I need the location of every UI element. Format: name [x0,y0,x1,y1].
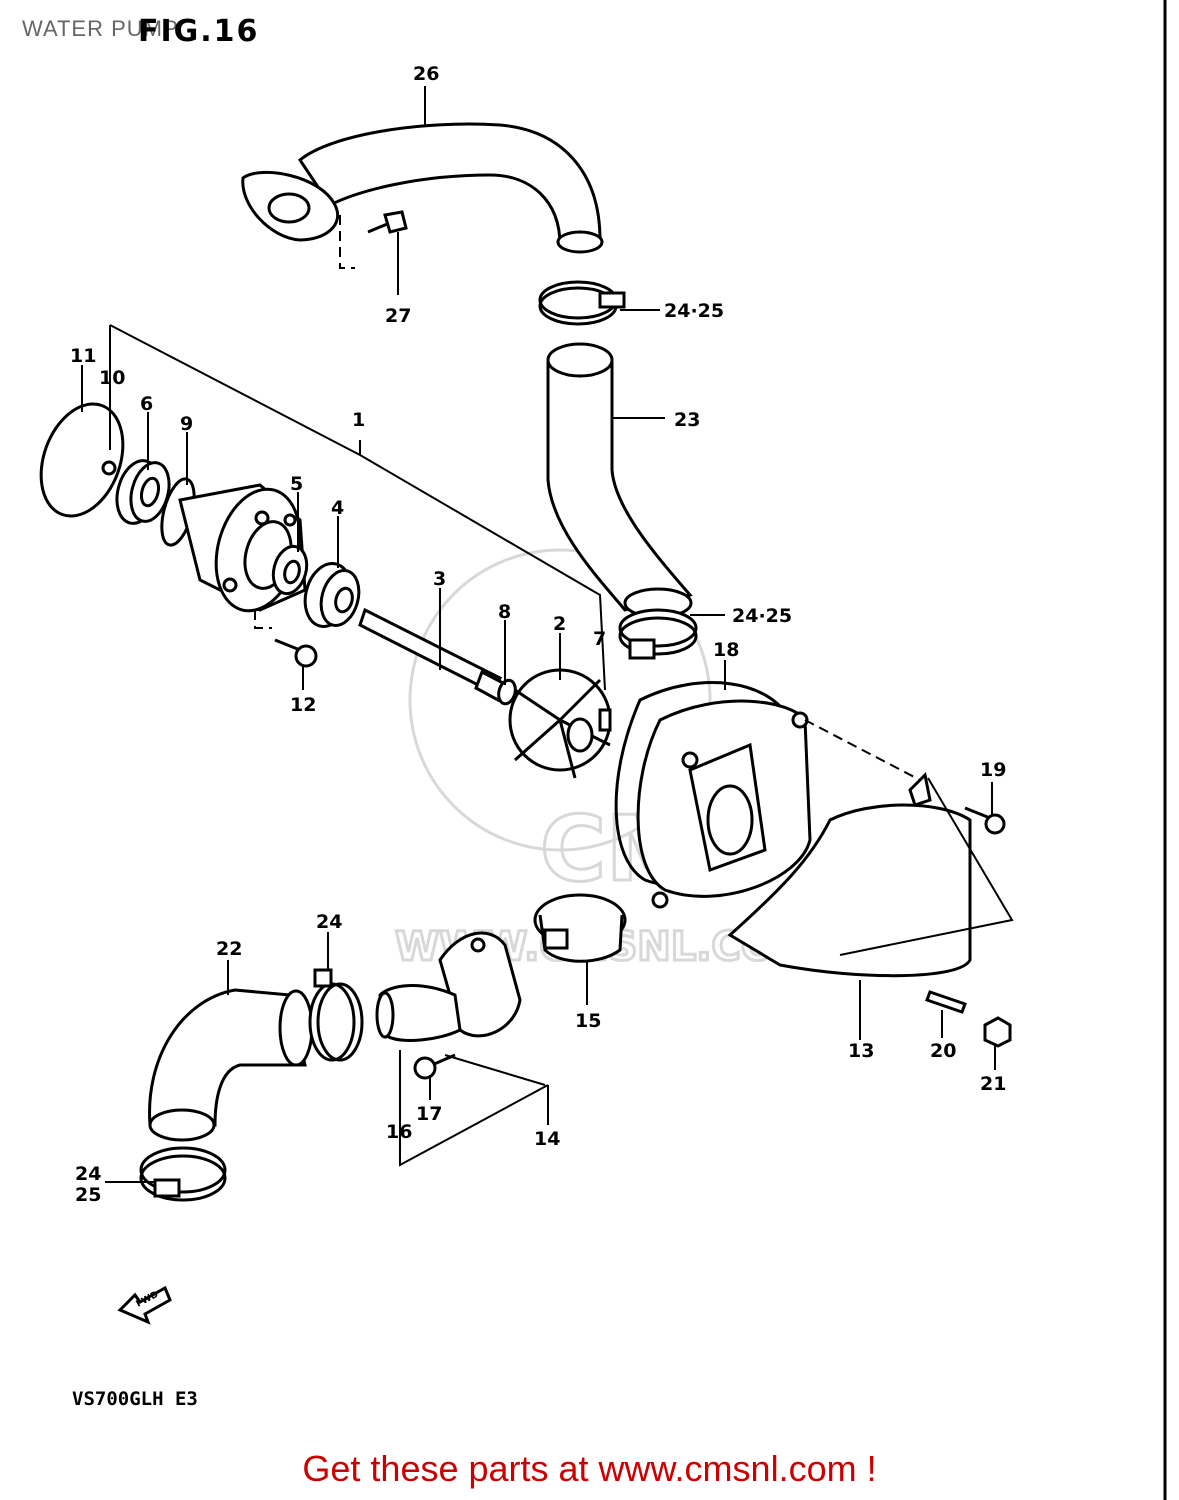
callout-24-25-upper: 24·25 [664,300,724,322]
callout-24-lower: 24 [75,1163,101,1185]
pump-body [178,483,307,613]
impeller-2 [508,668,612,779]
callout-8: 8 [498,601,511,623]
callout-2: 2 [553,613,566,635]
washer-8 [497,678,517,706]
callout-12: 12 [290,694,316,716]
oil-seal-5 [271,544,309,596]
pump-cover-casing [636,699,812,909]
thermostat-15 [533,893,627,963]
callout-24-25-middle: 24·25 [732,605,792,627]
leader-lines [81,86,1014,1183]
callout-21: 21 [980,1073,1006,1095]
callout-23: 23 [674,409,700,431]
forward-arrow-icon: FWD [117,1285,172,1325]
callout-19: 19 [980,759,1006,781]
callout-13: 13 [848,1040,874,1062]
callout-3: 3 [433,568,446,590]
nut-21 [983,1016,1012,1048]
callout-25-lower: 25 [75,1184,101,1206]
callout-14: 14 [534,1128,560,1150]
callout-9: 9 [180,413,193,435]
plate-11 [39,402,125,518]
callout-1: 1 [352,409,365,431]
callout-17: 17 [416,1103,442,1125]
callout-27: 27 [385,305,411,327]
callout-7: 7 [593,628,606,650]
callout-18: 18 [713,639,739,661]
hose-clamp-middle [618,608,698,660]
cover-13 [727,719,972,978]
figure-number: FIG.16 [138,14,260,49]
bolt-19 [964,806,1006,835]
mechanical-seal-4 [303,562,361,628]
screw-12 [254,610,318,668]
callout-22: 22 [216,938,242,960]
stud-20 [925,990,967,1014]
callout-20: 20 [930,1040,956,1062]
upper-water-pipe [241,122,604,254]
hose-clamp-upper [538,280,626,326]
bearing-6 [115,459,171,525]
callout-26: 26 [413,63,439,85]
callout-4: 4 [331,497,344,519]
hose-clamp-lower [139,1146,227,1202]
radiator-hose [546,342,693,619]
callout-15: 15 [575,1010,601,1032]
callout-6: 6 [140,393,153,415]
model-code: VS700GLH E3 [72,1388,198,1410]
callout-10: 10 [99,367,125,389]
callout-labels: 26 27 24·25 23 24·25 11 10 6 9 1 5 4 3 8… [70,63,1006,1206]
callout-16: 16 [386,1121,412,1143]
bolt-27 [339,210,408,269]
thermostat-housing-14 [375,931,522,1042]
hose-clamp-24 [308,968,364,1062]
footer-link-text[interactable]: Get these parts at www.cmsnl.com ! [302,1448,877,1489]
callout-5: 5 [290,473,303,495]
callout-11: 11 [70,345,96,367]
page-title: WATER PUMP [22,16,179,41]
callout-24: 24 [316,911,342,933]
screw-17 [413,1053,456,1080]
lower-hose-22 [148,988,314,1142]
